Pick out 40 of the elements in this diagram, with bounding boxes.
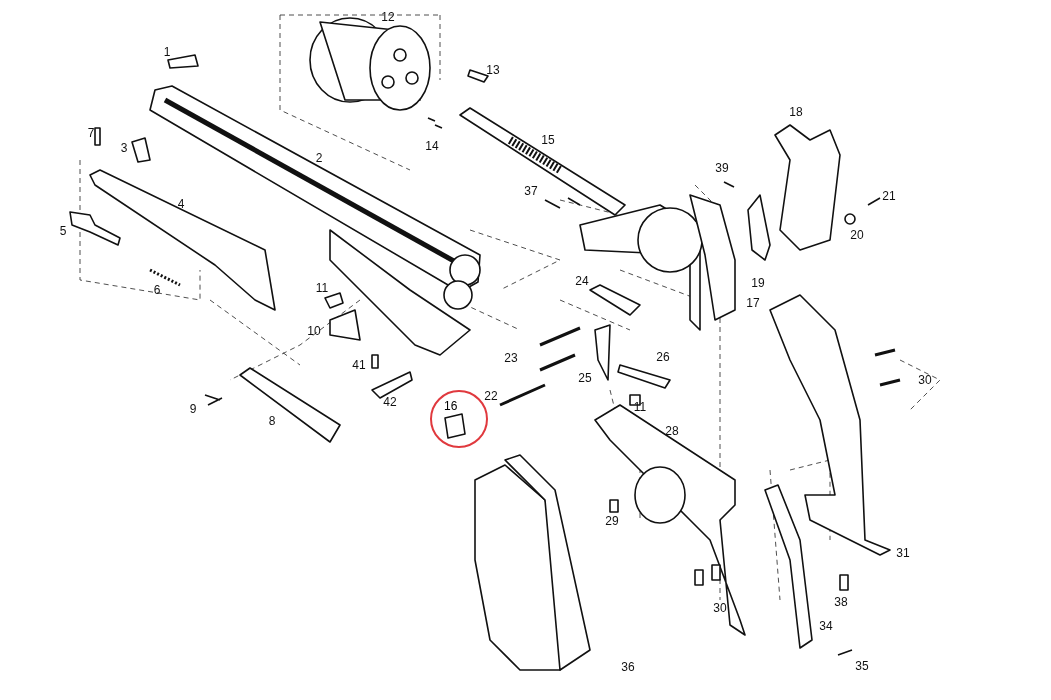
callout-number: 23: [504, 352, 518, 364]
callout-number: 3: [120, 142, 128, 154]
callout-number: 16: [444, 400, 458, 412]
callout-number: 6: [153, 284, 161, 296]
callout-number: 42: [383, 396, 397, 408]
callout-number: 30: [713, 602, 727, 614]
callout-number: 11: [633, 401, 647, 413]
callout-number: 9: [189, 403, 197, 415]
callout-number: 13: [486, 64, 500, 76]
callout-number: 28: [665, 425, 679, 437]
callout-number: 14: [425, 140, 439, 152]
callout-number: 22: [484, 390, 498, 402]
callout-number: 11: [315, 282, 329, 294]
callout-number: 37: [524, 185, 538, 197]
callout-number: 5: [59, 225, 67, 237]
callout-number: 41: [352, 359, 366, 371]
callout-number: 24: [575, 275, 589, 287]
callout-number: 10: [307, 325, 321, 337]
callout-number: 1: [163, 46, 171, 58]
callout-number: 35: [855, 660, 869, 672]
callout-number: 26: [656, 351, 670, 363]
callout-number: 20: [850, 229, 864, 241]
callout-number: 18: [789, 106, 803, 118]
callout-number: 31: [896, 547, 910, 559]
callout-number: 15: [541, 134, 555, 146]
callout-number: 8: [268, 415, 276, 427]
callout-number: 17: [746, 297, 760, 309]
callout-number: 30: [918, 374, 932, 386]
callout-number: 25: [578, 372, 592, 384]
callout-number: 7: [87, 127, 95, 139]
callout-number: 2: [315, 152, 323, 164]
callout-number: 21: [882, 190, 896, 202]
callout-number: 19: [751, 277, 765, 289]
callout-number: 39: [715, 162, 729, 174]
callout-number: 36: [621, 661, 635, 673]
callout-number: 29: [605, 515, 619, 527]
callout-number: 4: [177, 198, 185, 210]
callout-number: 12: [381, 11, 395, 23]
callout-number: 38: [834, 596, 848, 608]
callout-number: 34: [819, 620, 833, 632]
